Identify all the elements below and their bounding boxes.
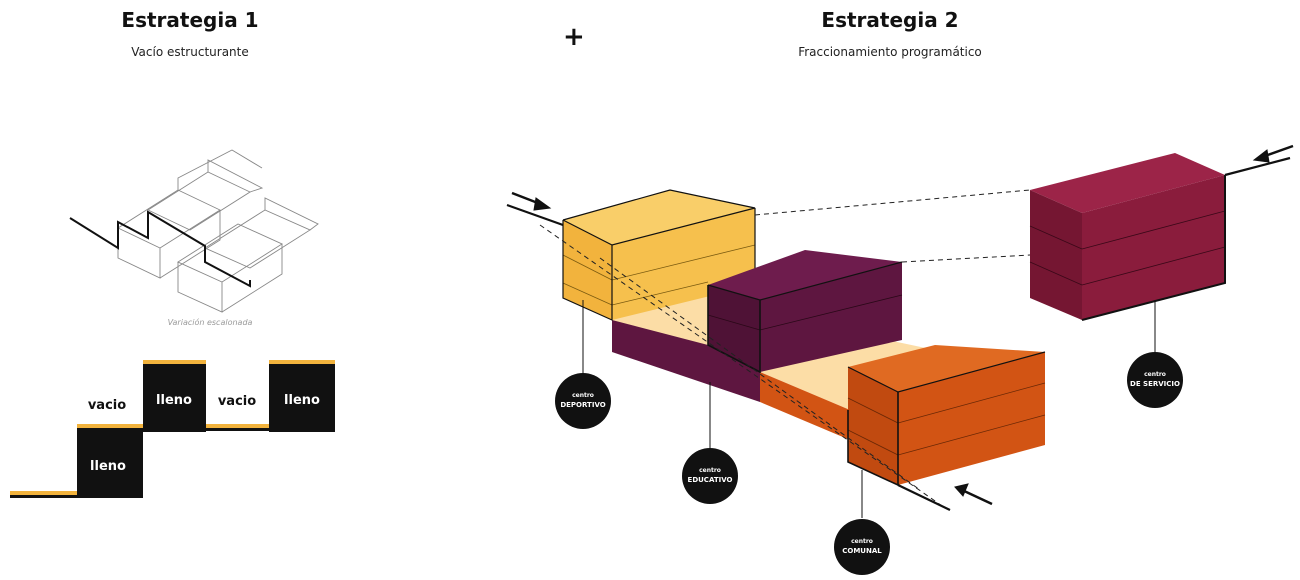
educativo-line2: EDUCATIVO	[688, 476, 733, 484]
arrow-left-entry-icon	[511, 191, 552, 211]
block-comunal	[847, 345, 1046, 487]
block-servicio	[1029, 153, 1226, 321]
label-centro-servicio: centro DE SERVICIO	[1127, 352, 1183, 408]
label-centro-deportivo: centro DEPORTIVO	[555, 373, 611, 429]
label-lleno-1: lleno	[156, 393, 192, 408]
block-lleno-1	[143, 364, 206, 432]
block-lleno-bottom	[77, 427, 143, 498]
circle-servicio	[1127, 352, 1183, 408]
plus-sign: +	[563, 22, 585, 52]
strategy-2-subtitle: Fraccionamiento programático	[798, 45, 982, 59]
ground-line	[10, 495, 77, 498]
block-educativo	[707, 250, 903, 374]
orange-top	[848, 345, 1045, 392]
strategy-1-subtitle: Vacío estructurante	[131, 45, 249, 59]
dashed-circulation	[539, 189, 1031, 509]
access-lines	[506, 156, 1291, 511]
deportivo-line2: DEPORTIVO	[560, 401, 605, 409]
yellow-top	[563, 190, 755, 245]
courtyard-floor-2	[760, 332, 935, 410]
accent-line-1	[77, 424, 143, 428]
wireframe-caption: Variación escalonada	[168, 317, 253, 327]
circle-educativo	[682, 448, 738, 504]
staircase-diagram: vacio lleno vacio lleno lleno	[10, 360, 335, 498]
accent-line-ground	[10, 491, 77, 495]
orange-left	[848, 367, 898, 485]
orange-front	[898, 352, 1045, 485]
comunal-line2: COMUNAL	[842, 547, 882, 555]
leader-lines	[582, 300, 1156, 518]
strategy-2-title: Estrategia 2	[821, 8, 959, 32]
wireframe-isometric	[117, 149, 319, 313]
plum-left	[708, 285, 760, 372]
accent-line-3	[206, 424, 269, 428]
label-vacio-1: vacio	[88, 398, 126, 413]
floor-line-vacio-2	[206, 428, 269, 431]
deportivo-line1: centro	[572, 392, 594, 399]
plum-top	[708, 250, 902, 300]
crimson-left	[1030, 190, 1082, 320]
label-lleno-bottom: lleno	[90, 459, 126, 474]
wireframe-section-line	[69, 210, 251, 288]
crimson-top	[1030, 153, 1225, 213]
accent-line-4	[269, 360, 335, 364]
label-lleno-2: lleno	[284, 393, 320, 408]
circle-deportivo	[555, 373, 611, 429]
yellow-left	[563, 220, 612, 320]
servicio-line1: centro	[1144, 371, 1166, 378]
educativo-line1: centro	[699, 467, 721, 474]
servicio-line2: DE SERVICIO	[1130, 380, 1180, 388]
arrow-bottom-entry-icon	[954, 483, 993, 506]
label-vacio-2: vacio	[218, 394, 256, 409]
crimson-front	[1082, 175, 1225, 320]
circle-comunal	[834, 519, 890, 575]
label-centro-comunal: centro COMUNAL	[834, 519, 890, 575]
accent-line-2	[143, 360, 206, 364]
plum-slab-front	[612, 320, 760, 402]
block-lleno-2	[269, 364, 335, 432]
arrow-right-entry-icon	[1252, 144, 1294, 163]
strategy-1-title: Estrategia 1	[121, 8, 259, 32]
comunal-line1: centro	[851, 538, 873, 545]
plum-front	[760, 262, 902, 372]
label-centro-educativo: centro EDUCATIVO	[682, 448, 738, 504]
